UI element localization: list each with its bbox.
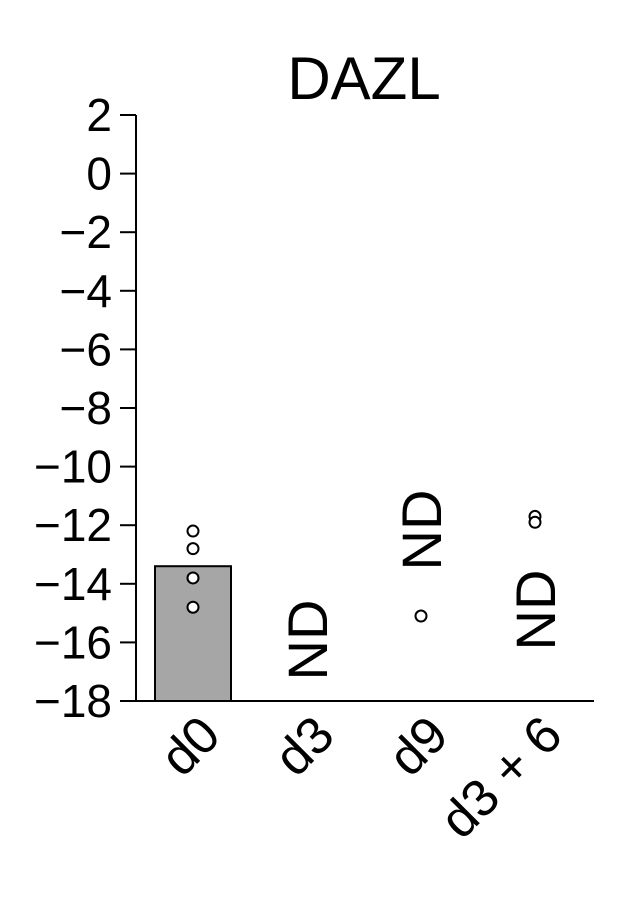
y-tick-label: −14 [34, 558, 112, 610]
nd-label: ND [276, 600, 339, 681]
x-tick-label: d9 [378, 705, 460, 787]
data-point [186, 524, 200, 538]
y-tick-label: −16 [34, 616, 112, 668]
nd-label: ND [504, 570, 567, 651]
nd-label: ND [390, 490, 453, 571]
data-point [528, 515, 542, 529]
bars [154, 565, 232, 702]
y-tick-label: −2 [60, 206, 112, 258]
data-point [186, 542, 200, 556]
y-tick-label: 2 [86, 89, 112, 141]
y-tick-label: −12 [34, 499, 112, 551]
data-point [186, 600, 200, 614]
y-tick-label: −18 [34, 675, 112, 727]
y-tick-label: −10 [34, 441, 112, 493]
chart-title: DAZL [287, 45, 440, 112]
y-axis: 2 0 −2 −4 −6 −8 −10 −12 −14 −16 −18 [34, 89, 137, 727]
nd-annotations: ND ND ND [276, 490, 567, 681]
x-tick-label: d3 + 6 [429, 705, 573, 849]
x-tick-label: d0 [150, 705, 232, 787]
x-tick-label: d3 [264, 705, 346, 787]
data-point [414, 609, 428, 623]
y-tick-label: −6 [60, 323, 112, 375]
y-tick-label: 0 [86, 148, 112, 200]
bar-d0 [154, 565, 232, 702]
data-points [186, 509, 542, 623]
data-point [186, 571, 200, 585]
y-tick-label: −4 [60, 265, 112, 317]
y-tick-label: −8 [60, 382, 112, 434]
